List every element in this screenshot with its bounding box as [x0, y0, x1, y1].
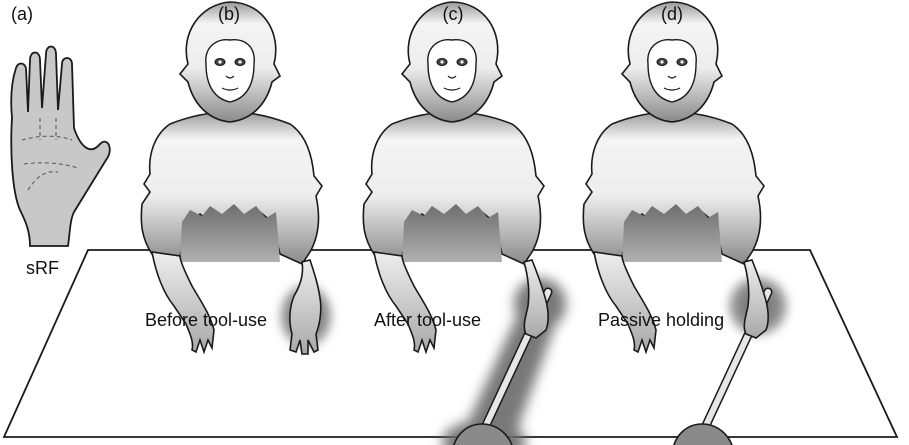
panel-label-a: (a): [11, 4, 33, 25]
hand-label: sRF: [26, 258, 59, 279]
caption-after-tool-use: After tool-use: [374, 310, 481, 331]
caption-passive-holding: Passive holding: [598, 310, 724, 331]
caption-before-tool-use: Before tool-use: [145, 310, 267, 331]
panel-label-d: (d): [661, 4, 683, 25]
panel-label-c: (c): [443, 4, 464, 25]
panel-label-b: (b): [218, 4, 240, 25]
hand-icon: [11, 47, 110, 247]
